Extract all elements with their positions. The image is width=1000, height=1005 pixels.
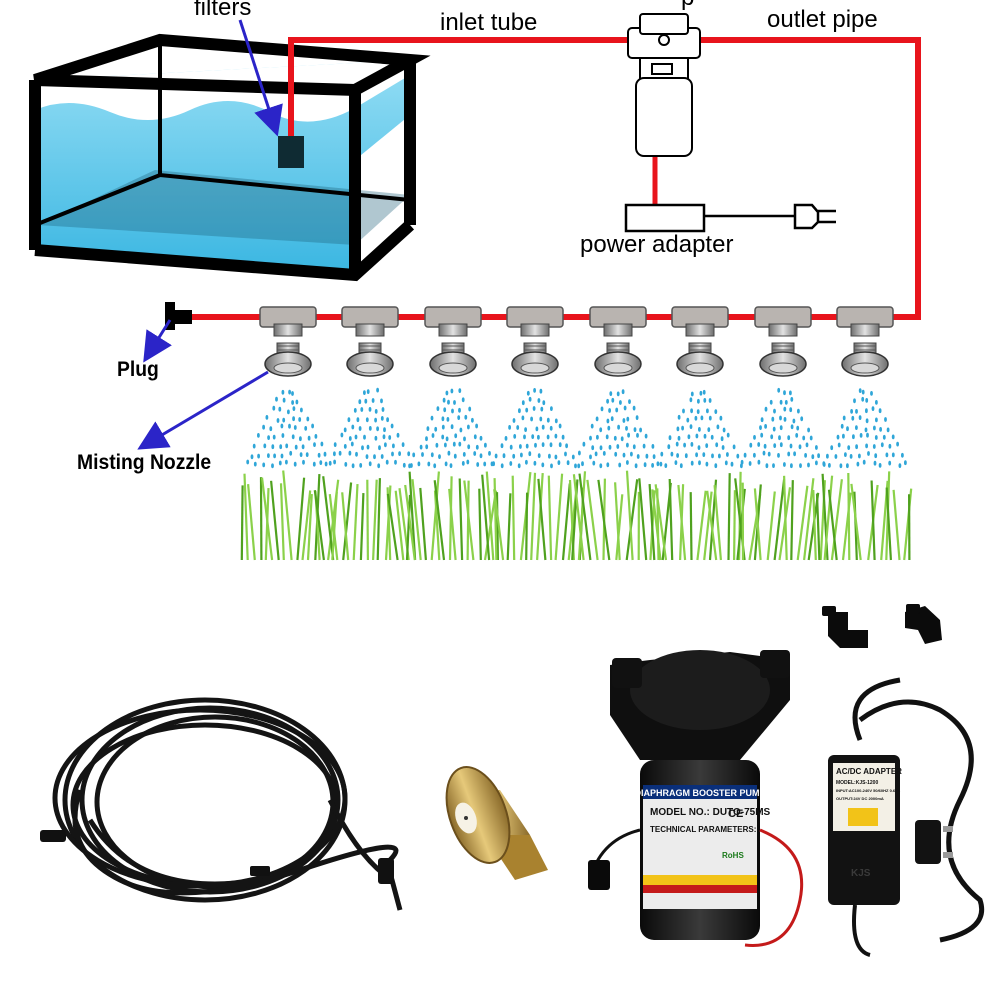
svg-text:KJS: KJS: [851, 868, 871, 879]
misting-nozzle-label: Misting Nozzle: [77, 451, 212, 474]
power-adapter-schematic: [624, 203, 836, 233]
mist-spray: [490, 388, 581, 469]
mist-spray: [822, 388, 907, 469]
plug-label: Plug: [117, 358, 159, 381]
misting-nozzle: [429, 342, 477, 377]
misting-nozzle: [759, 342, 807, 377]
misting-nozzle: [841, 342, 889, 377]
power-adapter-label: power adapter: [580, 231, 734, 258]
svg-text:MODEL:KJS-1200: MODEL:KJS-1200: [836, 780, 878, 786]
grass-patch: [571, 470, 672, 561]
ac-dc-adapter-photo: [828, 677, 984, 957]
tee-connector: [259, 306, 317, 337]
svg-text:INPUT:AC100-240V 50/60HZ 0.65A: INPUT:AC100-240V 50/60HZ 0.65A: [836, 788, 900, 793]
misting-nozzle: [264, 342, 312, 377]
svg-text:DIAPHRAGM BOOSTER PUMP: DIAPHRAGM BOOSTER PUMP: [634, 788, 765, 798]
grass-patch: [815, 471, 913, 561]
svg-text:TECHNICAL PARAMETERS:: TECHNICAL PARAMETERS:: [650, 825, 756, 834]
grass-patch: [736, 473, 829, 561]
mist-spray: [408, 388, 495, 469]
tee-connector: [754, 306, 812, 337]
svg-text:MODEL NO.: DUTO-75MS: MODEL NO.: DUTO-75MS: [650, 807, 771, 818]
tee-connector: [836, 306, 894, 337]
booster-pump-photo: [588, 650, 804, 947]
tee-connector: [341, 306, 399, 337]
brass-nozzle-photo: [445, 766, 548, 880]
mist-sprays: [246, 387, 907, 469]
pump-label-text: DIAPHRAGM BOOSTER PUMP MODEL NO.: DUTO-7…: [634, 788, 770, 860]
adapter-label-text: AC/DC ADAPTER MODEL:KJS-1200 INPUT:AC100…: [836, 767, 902, 879]
inlet-tube-label: inlet tube: [440, 9, 538, 36]
misting-nozzles: [264, 342, 889, 377]
svg-text:AC/DC ADAPTER: AC/DC ADAPTER: [836, 767, 902, 776]
outlet-pipe-label: outlet pipe: [767, 6, 878, 33]
pump-label-partial: p: [681, 0, 694, 12]
pump-schematic: [627, 13, 701, 157]
tee-connector: [671, 306, 729, 337]
svg-text:CE: CE: [728, 808, 743, 820]
grass-patches: [240, 470, 913, 561]
misting-nozzle: [594, 342, 642, 377]
mist-spray: [656, 389, 744, 469]
misting-nozzle: [676, 342, 724, 377]
tee-connector: [506, 306, 564, 337]
tee-connectors: [259, 306, 894, 337]
tubing-connectors: [40, 830, 394, 884]
grass-patch: [404, 471, 499, 561]
grass-patch: [313, 471, 417, 561]
elbow-fittings-photo: [822, 604, 942, 648]
grass-patch: [481, 471, 585, 561]
grass-patch: [648, 471, 746, 561]
misting-nozzle: [511, 342, 559, 377]
callout-arrows: [137, 19, 283, 450]
misting-nozzle: [346, 342, 394, 377]
water-tank: [29, 33, 431, 282]
tubing-coil-photo: [52, 697, 403, 911]
svg-text:RoHS: RoHS: [722, 851, 744, 860]
tee-connector: [589, 306, 647, 337]
plug-end-cap: [165, 302, 192, 330]
svg-text:OUTPUT:24V DC 2000mA: OUTPUT:24V DC 2000mA: [836, 796, 884, 801]
filters-label: filters: [194, 0, 252, 21]
mist-spray: [324, 387, 413, 469]
filter-block: [278, 136, 304, 168]
grass-patch: [240, 470, 340, 561]
mist-spray: [246, 389, 332, 469]
tee-connector: [424, 306, 482, 337]
mist-spray: [740, 387, 826, 469]
mist-spray: [574, 389, 663, 469]
